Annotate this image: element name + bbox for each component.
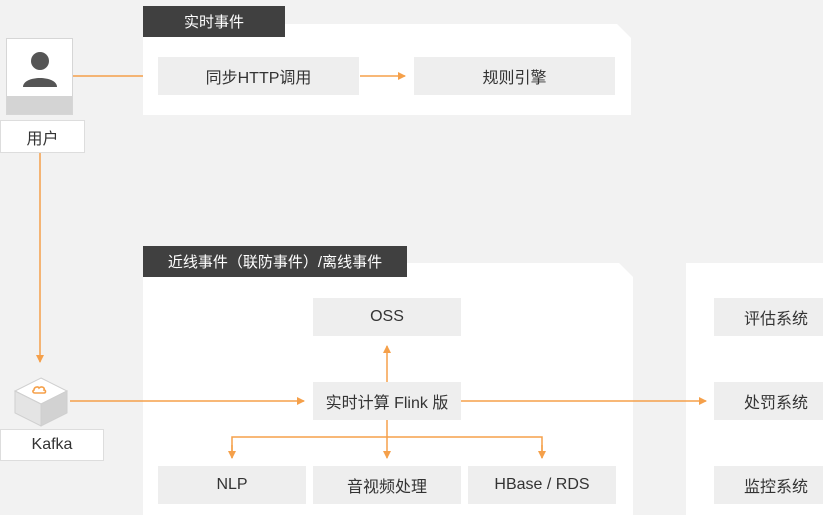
hbase-rds-box: HBase / RDS xyxy=(468,466,616,504)
monitoring-system-box: 监控系统 xyxy=(714,466,823,504)
sync-http-call-box: 同步HTTP调用 xyxy=(158,57,359,95)
user-label: 用户 xyxy=(0,120,85,153)
kafka-label: Kafka xyxy=(0,429,104,461)
realtime-events-tag: 实时事件 xyxy=(143,6,285,37)
oss-box: OSS xyxy=(313,298,461,336)
nlp-box: NLP xyxy=(158,466,306,504)
penalty-system-box: 处罚系统 xyxy=(714,382,823,420)
avatar-footer-bar xyxy=(7,96,72,114)
av-processing-box: 音视频处理 xyxy=(313,466,461,504)
evaluation-system-box: 评估系统 xyxy=(714,298,823,336)
person-silhouette-icon xyxy=(23,52,57,87)
flink-compute-box: 实时计算 Flink 版 xyxy=(313,382,461,420)
user-avatar-card xyxy=(6,38,73,115)
nearline-events-tag: 近线事件（联防事件）/离线事件 xyxy=(143,246,407,277)
rule-engine-box: 规则引擎 xyxy=(414,57,615,95)
kafka-cloud-cube-icon xyxy=(13,377,69,427)
